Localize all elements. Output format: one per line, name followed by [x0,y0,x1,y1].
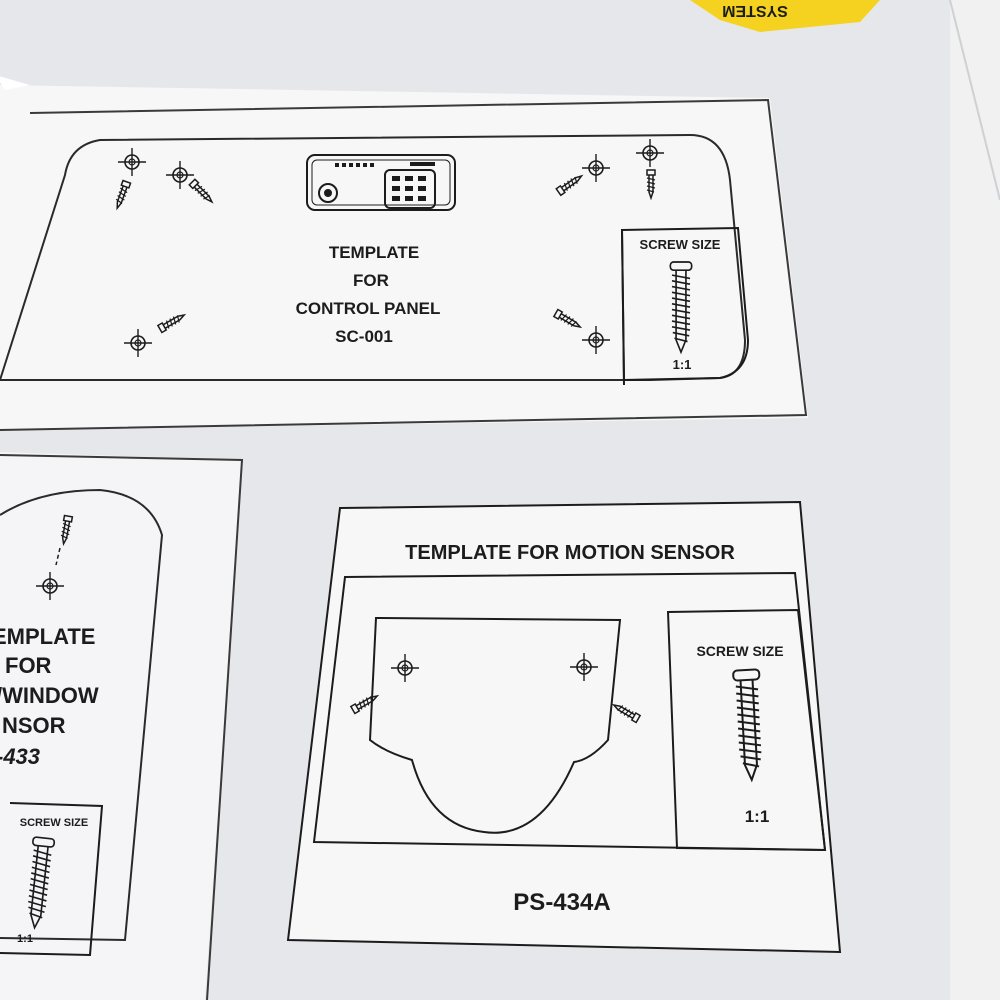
control-panel-screw-size-label: SCREW SIZE [640,237,721,252]
control-panel-illustration [306,154,456,211]
door-window-screw-size-box: SCREW SIZE 1:1 [0,802,104,957]
motion-sensor-title: TEMPLATE FOR MOTION SENSOR [405,542,735,564]
door-window-screw-scale: 1:1 [17,933,33,945]
control-panel-title-1: TEMPLATE [329,243,419,262]
motion-sensor-model: PS-434A [513,889,610,916]
motion-sensor-screw-scale: 1:1 [745,807,770,826]
door-window-screw-size-label: SCREW SIZE [20,817,88,829]
door-window-title-3: /WINDOW [0,683,99,708]
motion-sensor-screw-size-label: SCREW SIZE [696,643,783,659]
control-panel-template: TEMPLATE FOR CONTROL PANEL SC-001 SCREW … [0,98,808,431]
control-panel-screw-scale: 1:1 [673,357,692,372]
sticker-text: SYSTEM [722,2,788,19]
door-window-title-2: FOR [5,653,52,678]
door-window-title-4: NSOR [2,713,66,738]
paper-sheet-motion [288,502,840,952]
motion-sensor-template: TEMPLATE FOR MOTION SENSOR SCREW SIZE 1:… [286,500,842,954]
control-panel-title-3: CONTROL PANEL [296,299,441,318]
brand-sticker: SYSTEM [690,0,880,32]
paper-sheet-top [0,85,808,430]
paper-sheet-left [0,452,242,1000]
motion-sensor-screw-size-box: SCREW SIZE 1:1 [666,608,827,852]
door-window-template: EMPLATE FOR /WINDOW NSOR -433 SCREW SIZE… [0,454,244,1000]
control-panel-title-4: SC-001 [335,327,393,346]
control-panel-screw-size-box: SCREW SIZE 1:1 [620,226,750,386]
control-panel-title-2: FOR [353,271,389,290]
door-window-title-1: EMPLATE [0,624,95,649]
door-window-title-5: -433 [0,744,40,769]
